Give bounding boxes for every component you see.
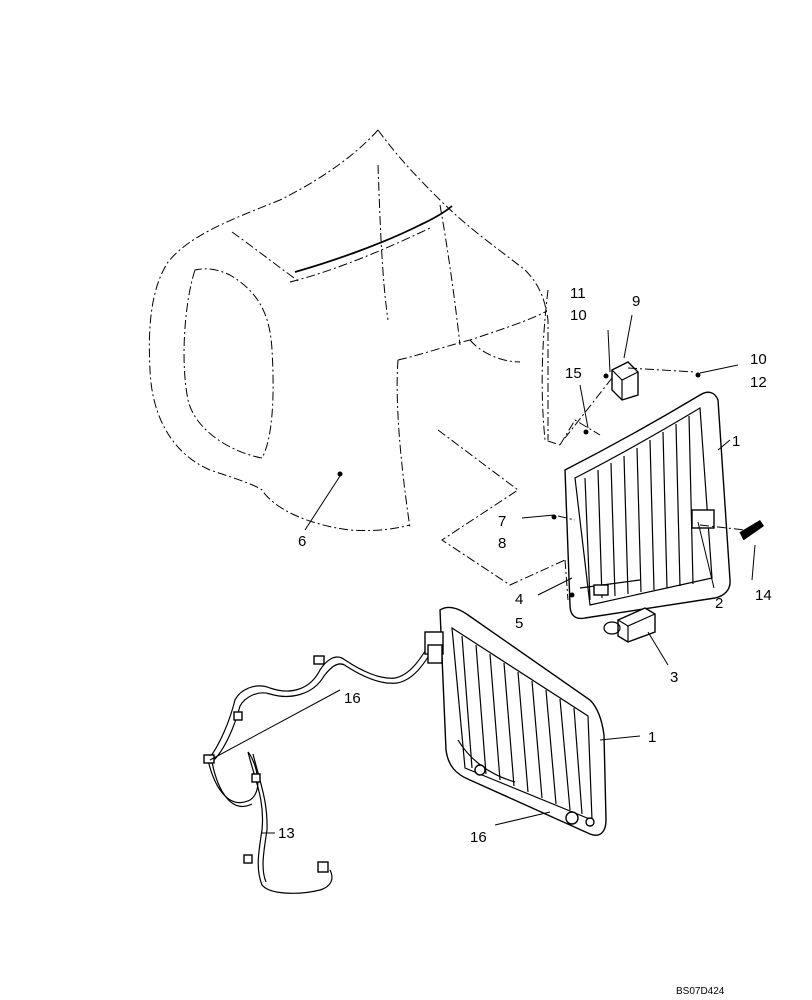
harness-connector-end — [317, 861, 329, 873]
callout-5: 5 — [515, 615, 523, 632]
callout-7: 7 — [498, 513, 506, 530]
upper-screen-panel — [564, 391, 731, 620]
clip-part-9 — [611, 361, 639, 401]
callout-11: 11 — [570, 285, 586, 302]
callout-15: 15 — [565, 365, 582, 382]
cab-phantom-outline — [148, 129, 566, 586]
callout-13: 13 — [278, 825, 295, 842]
plate-part-14 — [739, 520, 764, 541]
upper-screen-bracket — [691, 509, 715, 529]
drawing-code: BS07D424 — [676, 986, 725, 997]
callout-16-upper: 16 — [344, 690, 361, 707]
callout-16-lower: 16 — [470, 829, 487, 846]
callout-2: 2 — [715, 595, 723, 612]
callout-1-lower: 1 — [648, 729, 656, 746]
lower-screen-panel — [439, 606, 607, 836]
callout-10-right: 10 — [750, 351, 767, 368]
callout-3: 3 — [670, 669, 678, 686]
callout-labels: 1 1 2 3 4 5 6 7 8 9 11 10 10 12 13 14 15… — [278, 285, 772, 846]
wiring-harness — [203, 631, 444, 894]
callout-1-upper: 1 — [732, 433, 740, 450]
callout-12: 12 — [750, 374, 767, 391]
callout-4: 4 — [515, 591, 523, 608]
leader-lines — [209, 314, 756, 834]
callout-9: 9 — [632, 293, 640, 310]
light-part-3 — [603, 607, 656, 643]
upper-screen-slats — [584, 415, 694, 601]
callout-10-left: 10 — [570, 307, 587, 324]
callout-14: 14 — [755, 587, 772, 604]
lower-screen-slats — [461, 635, 583, 815]
callout-8: 8 — [498, 535, 506, 552]
callout-6: 6 — [298, 533, 306, 550]
